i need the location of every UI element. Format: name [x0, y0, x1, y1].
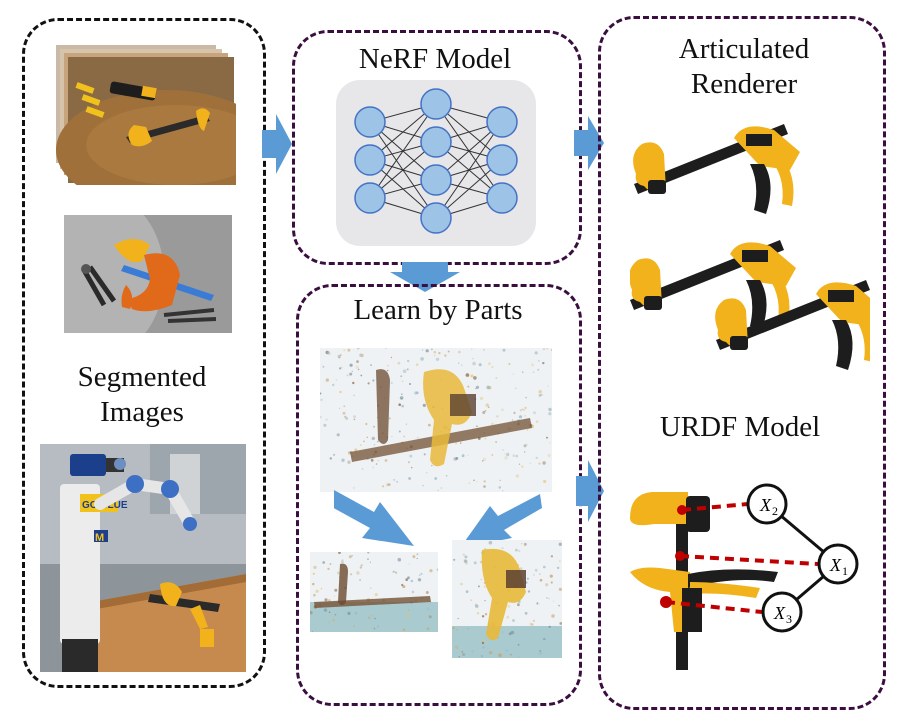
nerf-reconstruction-image	[320, 348, 552, 492]
articulated-renderer-title-line1: Articulated	[678, 33, 810, 65]
urdf-node-x3-base: X	[773, 603, 786, 623]
arrow-to-parts	[390, 262, 460, 292]
part-reconstruction-bar	[310, 552, 438, 632]
nn-neuron-layer-1	[354, 182, 386, 214]
segmented-images-label: Segmented Images	[62, 360, 222, 430]
rendered-clamps	[630, 124, 870, 370]
articulated-renderer-title-line2: Renderer	[690, 67, 798, 100]
robot-logo-text: M	[95, 532, 104, 544]
nn-neuron-layer-1	[354, 144, 386, 176]
robot-photo: GO BLUE M	[40, 444, 246, 672]
arrow-to-part-1	[334, 490, 414, 546]
input-image-stack	[56, 45, 236, 185]
urdf-node-x2: X 2	[746, 483, 788, 525]
urdf-node-x1-sub: 1	[842, 564, 848, 578]
articulated-renderer-panel	[598, 16, 886, 710]
nn-neuron-layer-1	[354, 106, 386, 138]
rendered-clamp-1	[633, 124, 800, 214]
segmented-images-label-line2: Images	[100, 395, 184, 428]
urdf-node-x3: X 3	[761, 591, 803, 633]
nerf-model-title: NeRF Model	[358, 43, 512, 75]
part-reconstruction-handle	[452, 540, 562, 658]
nn-connection	[435, 121, 503, 219]
neural-network-diagram	[336, 80, 536, 246]
rendered-clamp-3	[715, 280, 870, 370]
rendered-clamp-2	[630, 240, 796, 330]
nn-neuron-layer-3	[486, 182, 518, 214]
nn-connection	[369, 103, 437, 199]
nn-neuron-layer-3	[486, 106, 518, 138]
segmented-images-panel	[22, 18, 266, 688]
nn-neuron-layer-2	[420, 202, 452, 234]
arrow-to-urdf	[576, 460, 604, 522]
articulated-renderer-title: Articulated Renderer	[626, 32, 862, 102]
nn-neuron-layer-2	[420, 126, 452, 158]
urdf-diagram: X 2 X 1 X 3	[630, 483, 859, 670]
urdf-node-x2-base: X	[759, 495, 772, 515]
segmentation-mask-image	[64, 215, 232, 333]
urdf-node-x2-sub: 2	[772, 504, 778, 518]
arrow-to-nerf	[262, 114, 292, 174]
nn-neuron-layer-3	[486, 144, 518, 176]
arrow-to-part-2	[460, 494, 542, 548]
urdf-node-x3-sub: 3	[786, 612, 792, 626]
arrow-to-renderer	[574, 116, 604, 170]
segmented-images-label-line1: Segmented	[77, 361, 207, 393]
nn-neuron-layer-2	[420, 88, 452, 120]
nn-neuron-layer-2	[420, 164, 452, 196]
urdf-node-x1-base: X	[829, 555, 842, 575]
learn-by-parts-title: Learn by Parts	[353, 294, 523, 326]
urdf-node-x1: X 1	[817, 543, 859, 585]
urdf-model-title: URDF Model	[659, 411, 821, 443]
